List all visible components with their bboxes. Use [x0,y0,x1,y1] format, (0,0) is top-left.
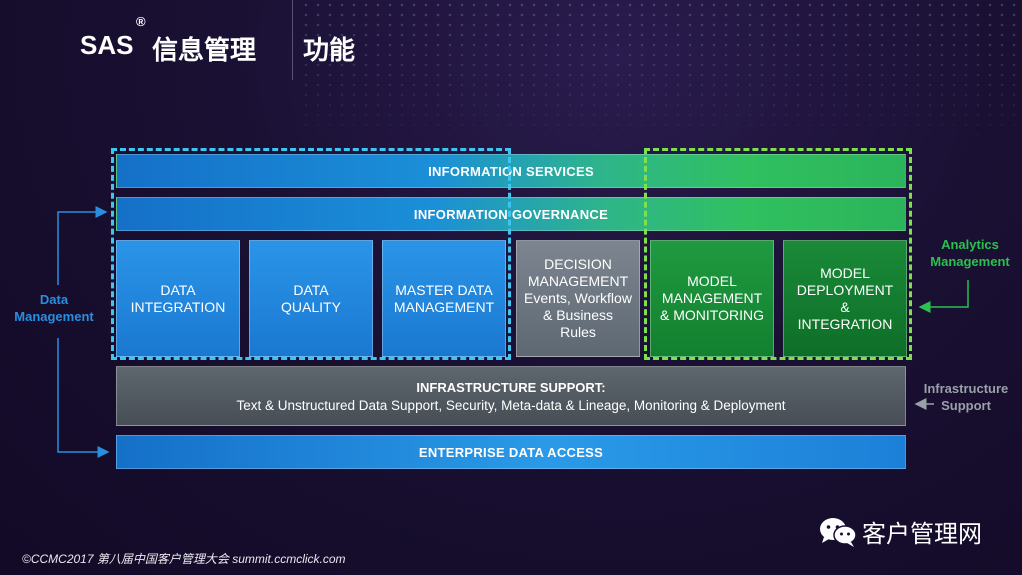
dot-pattern-background [300,0,1022,150]
infrastructure-support-bar: INFRASTRUCTURE SUPPORT: Text & Unstructu… [116,366,906,426]
data-integration-box: DATA INTEGRATION [116,240,240,357]
wechat-account-name: 客户管理网 [862,520,982,548]
data-management-arrow-up [57,206,108,285]
decision-management-box: DECISION MANAGEMENT Events, Workflow & B… [516,240,640,357]
information-governance-bar: INFORMATION GOVERNANCE [116,197,906,231]
wechat-badge: 客户管理网 [818,514,982,549]
data-management-arrow-down [57,338,110,458]
infrastructure-support-subtitle: Text & Unstructured Data Support, Securi… [236,397,786,413]
wechat-icon [820,517,857,547]
title-functions: 功能 [303,35,356,65]
information-services-bar: INFORMATION SERVICES [116,154,906,188]
infrastructure-support-label: Infrastructure Support [923,381,1009,413]
infrastructure-support-title: INFRASTRUCTURE SUPPORT: [416,379,606,395]
enterprise-data-access-bar: ENTERPRISE DATA ACCESS [116,435,906,469]
data-quality-box: DATA QUALITY [249,240,373,357]
master-data-management-box: MASTER DATA MANAGEMENT [382,240,506,357]
model-deployment-integration-box: MODEL DEPLOYMENT & INTEGRATION [783,240,907,357]
title-information-management: 信息管理 [152,35,257,65]
title-divider-line [292,0,293,80]
copyright-footer: ©CCMC2017 第八届中国客户管理大会 summit.ccmclick.co… [22,552,346,566]
analytics-management-label: Analytics Management [930,237,1010,269]
model-management-monitoring-box: MODEL MANAGEMENT & MONITORING [650,240,774,357]
registered-mark: ® [136,14,146,29]
analytics-management-arrow [918,280,969,313]
data-management-label: Data Management [14,292,94,324]
brand-title: SAS [80,30,134,60]
